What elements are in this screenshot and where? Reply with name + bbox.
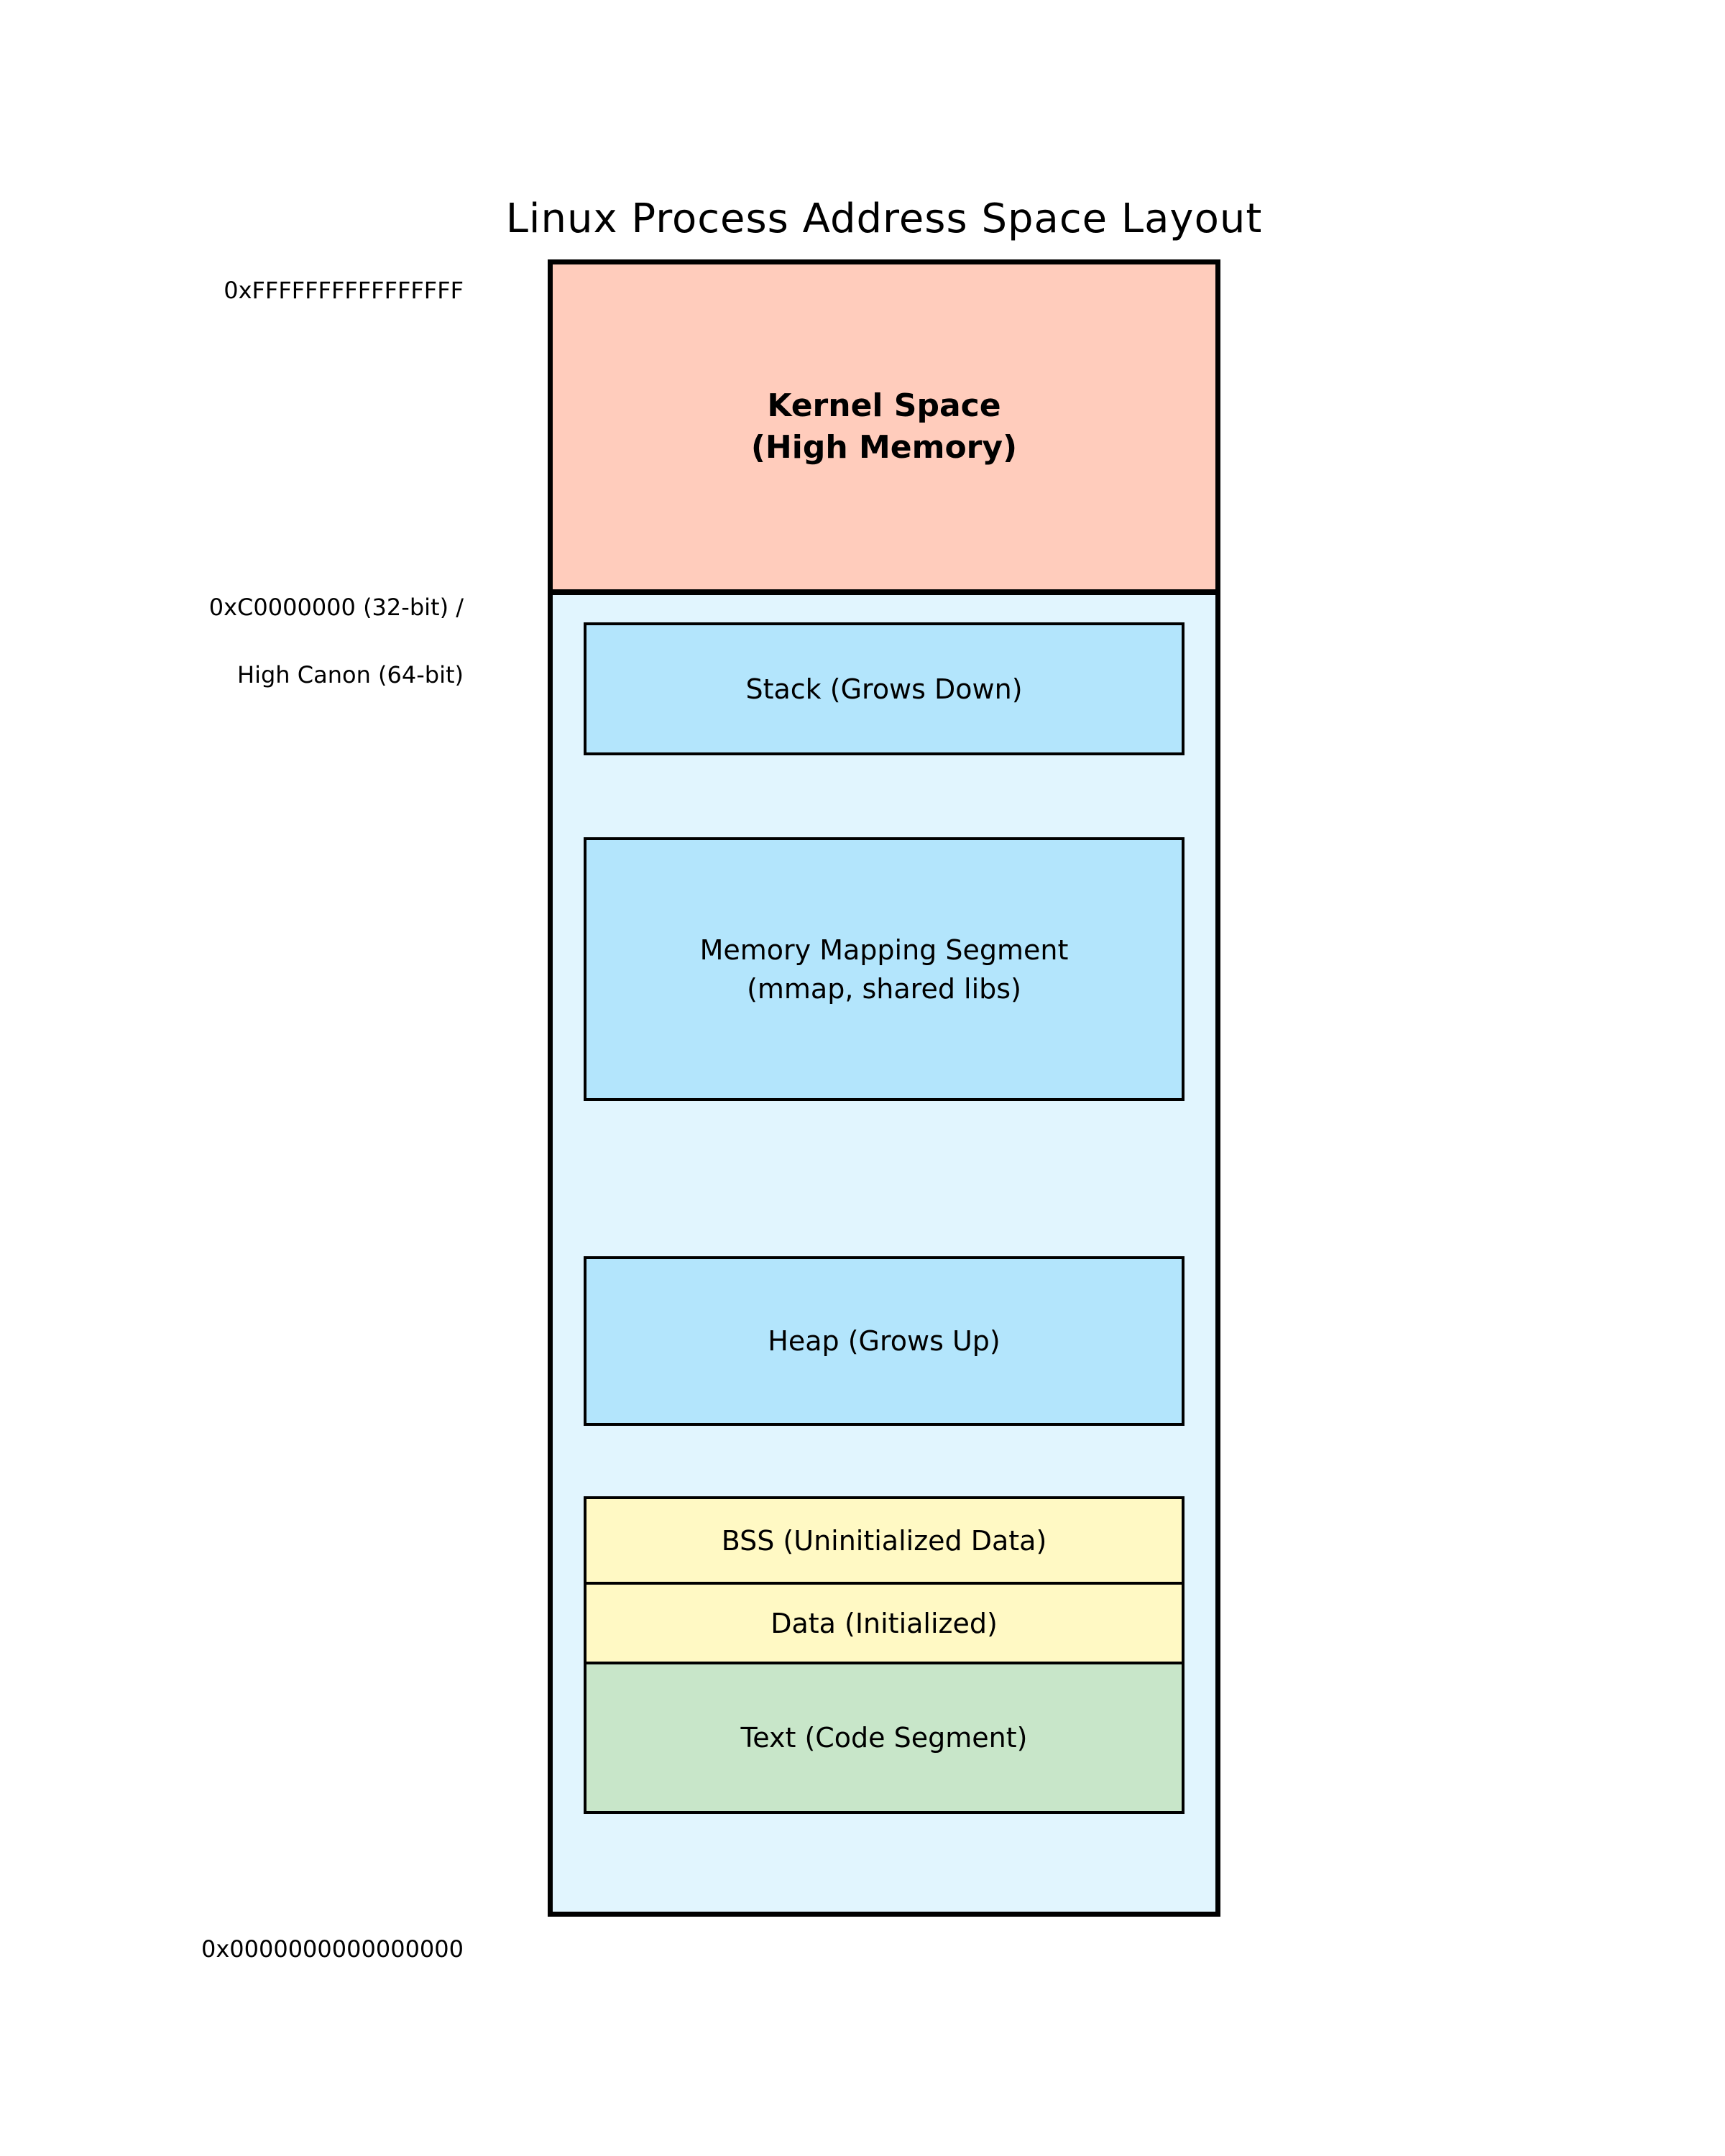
address-label-kernel-boundary: 0xC0000000 (32-bit) / High Canon (64-bit… [0,557,464,692]
address-label-top-text: 0xFFFFFFFFFFFFFFFF [224,277,464,304]
address-label-top: 0xFFFFFFFFFFFFFFFF [0,240,464,308]
address-label-kernel-boundary-line2: High Canon (64-bit) [237,661,464,688]
data-segment: Data (Initialized) [584,1582,1184,1664]
kernel-space-label-line1: Kernel Space [767,387,1001,424]
address-label-bottom: 0x0000000000000000 [0,1899,464,1966]
kernel-space-label-line2: (High Memory) [750,429,1018,466]
address-label-bottom-text: 0x0000000000000000 [201,1935,464,1963]
bss-segment: BSS (Uninitialized Data) [584,1496,1184,1585]
stack-segment: Stack (Grows Down) [584,622,1184,755]
heap-segment: Heap (Grows Up) [584,1256,1184,1426]
data-segment-label: Data (Initialized) [770,1607,998,1639]
text-segment-label: Text (Code Segment) [740,1722,1028,1754]
static-segments-group: BSS (Uninitialized Data) Data (Initializ… [584,1496,1184,1814]
diagram-title: Linux Process Address Space Layout [505,195,1263,242]
kernel-space-segment: Kernel Space (High Memory) [553,264,1215,595]
stack-segment-label: Stack (Grows Down) [745,673,1023,705]
bss-segment-label: BSS (Uninitialized Data) [721,1524,1047,1557]
text-segment: Text (Code Segment) [584,1662,1184,1814]
address-space-box: Kernel Space (High Memory) Stack (Grows … [548,259,1220,1917]
mmap-segment-label-line2: (mmap, shared libs) [747,972,1021,1005]
mmap-segment-label-line1: Memory Mapping Segment [699,934,1069,966]
address-label-kernel-boundary-line1: 0xC0000000 (32-bit) / [208,594,464,621]
mmap-segment: Memory Mapping Segment (mmap, shared lib… [584,837,1184,1101]
heap-segment-label: Heap (Grows Up) [768,1325,1000,1357]
